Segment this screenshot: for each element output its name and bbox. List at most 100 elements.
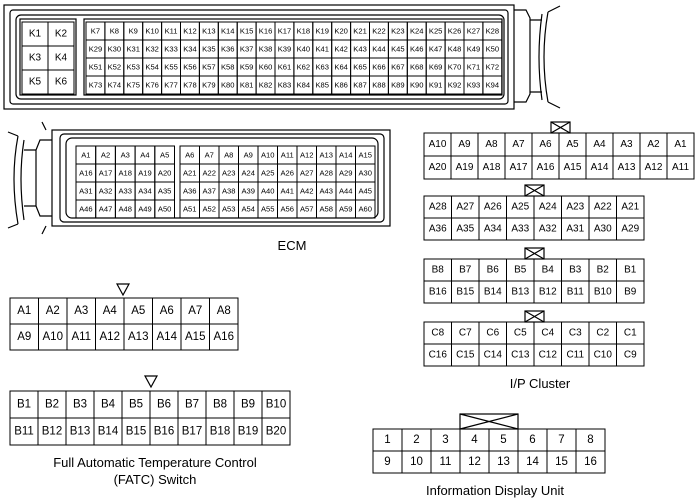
ecm-a-right-pin-label: A27: [300, 169, 314, 178]
fatc-a-pin-label: A5: [131, 305, 145, 317]
ecm-a-left-pin-label: A49: [138, 205, 152, 214]
fatc-a-pin-label: A1: [17, 305, 31, 317]
fatc-caption-line1: Full Automatic Temperature Control: [53, 455, 257, 470]
ip-b-pin-label: B4: [542, 265, 555, 276]
fatc-a-pin-label: A6: [160, 305, 174, 317]
ecm-a-right-pin-label: A26: [280, 169, 294, 178]
fatc-b-pin-label: B10: [266, 399, 286, 411]
idu-pin-label: 2: [413, 434, 419, 446]
fatc-a-pin-label: A3: [74, 305, 88, 317]
idu-pin-label: 6: [529, 434, 535, 446]
ip-a1-pin-label: A3: [620, 139, 633, 150]
ecm-k-left-pin-label: K1: [29, 29, 42, 40]
ecm-k-pin-label: K91: [429, 81, 443, 90]
ip-b-pin-label: B16: [429, 287, 447, 298]
ip-c-pin-label: C5: [514, 328, 527, 339]
ecm-a-left-pin-label: A46: [79, 205, 93, 214]
fatc-b-pin-label: B12: [42, 426, 62, 438]
ecm-a-left-pin-label: A35: [158, 187, 172, 196]
ecm-a-right-pin-label: A42: [300, 187, 314, 196]
fatc-b-pin-label: B3: [73, 399, 87, 411]
ecm-k-pin-label: K73: [89, 81, 103, 90]
fatc-a-pin-label: A14: [157, 331, 178, 343]
fatc-a-pin-label: A9: [17, 331, 31, 343]
ecm-k-pin-label: K44: [372, 45, 386, 54]
ip-b-pin-label: B2: [597, 265, 610, 276]
fatc-a-pin-cell: [209, 323, 239, 351]
ecm-a-left-pin-label: A47: [99, 205, 113, 214]
ecm-k-left-pin-label: K5: [29, 77, 42, 88]
ip-a2-pin-label: A35: [456, 224, 474, 235]
ecm-k-pin-label: K84: [297, 81, 311, 90]
ecm-k-pin-cell: [482, 75, 503, 95]
ip-a1-pin-label: A12: [645, 162, 663, 173]
ecm-a-right-pin-label: A58: [319, 205, 333, 214]
ecm-k-pin-label: K88: [372, 81, 386, 90]
ecm-a-right-pin-label: A12: [300, 151, 314, 160]
ecm-a-right-pin-label: A41: [280, 187, 294, 196]
ip-a2-pin-label: A25: [511, 202, 529, 213]
ip-a1-pin-cell: [666, 155, 695, 180]
idu-pin-label: 11: [440, 456, 452, 468]
key-x-cross: [550, 121, 571, 134]
fatc-a-pin-label: A11: [71, 331, 91, 343]
ecm-k-connector: [3, 4, 561, 110]
ip-c-pin-label: C15: [456, 350, 475, 361]
ip-a1-pin-label: A19: [456, 162, 474, 173]
ip-c-pin-label: C4: [541, 328, 554, 339]
ecm-a-connector: [7, 121, 391, 235]
fatc-b-pin-label: B17: [182, 426, 202, 438]
ecm-k-pin-label: K23: [391, 27, 405, 36]
ecm-a-left-pin-label: A16: [79, 169, 93, 178]
ecm-k-pin-label: K39: [278, 45, 292, 54]
ecm-a-right-pin-label: A36: [183, 187, 197, 196]
ecm-k-pin-label: K75: [126, 81, 140, 90]
ecm-k-pin-label: K45: [391, 45, 405, 54]
ecm-a-right-pin-label: A15: [358, 151, 372, 160]
key-x-box: [524, 247, 545, 260]
fatc-b-pin-label: B8: [213, 399, 227, 411]
ecm-k-pin-label: K94: [486, 81, 500, 90]
ip-a2-pin-label: A29: [621, 224, 639, 235]
ecm-a-left-pin-label: A34: [138, 187, 152, 196]
ecm-k-pin-label: K59: [240, 63, 254, 72]
fatc-b-pin-label: B13: [70, 426, 90, 438]
ecm-k-pin-label: K49: [467, 45, 481, 54]
fatc-a-pin-label: A16: [214, 331, 234, 343]
ecm-a-right-pin-label: A55: [261, 205, 275, 214]
ecm-k-pin-label: K19: [315, 27, 329, 36]
ecm-a-right-pin-label: A43: [319, 187, 333, 196]
fatc-b-pin-label: B16: [154, 426, 174, 438]
ecm-k-left-pin-label: K2: [55, 29, 68, 40]
ecm-a-left-pin-label: A50: [158, 205, 172, 214]
ip-c-pin-label: C9: [624, 350, 637, 361]
ip-b-pin-label: B12: [539, 287, 557, 298]
ecm-a-left-pin-cell: [154, 199, 176, 219]
ecm-k-pin-label: K40: [297, 45, 311, 54]
ecm-a-right-pin-label: A54: [241, 205, 255, 214]
ecm-k-pin-label: K31: [126, 45, 140, 54]
ecm-k-pin-label: K26: [448, 27, 462, 36]
fatc-a-pin-label: A4: [103, 305, 118, 317]
ip-a1-pin-label: A5: [566, 139, 579, 150]
fatc-b-pin-label: B1: [17, 399, 31, 411]
idu-pin-label: 16: [584, 456, 597, 468]
ecm-k-pin-label: K51: [89, 63, 103, 72]
ip-a2-pin-label: A30: [594, 224, 612, 235]
ecm-k-pin-label: K42: [334, 45, 348, 54]
ip-b-pin-label: B1: [624, 265, 637, 276]
ip-c-pin-label: C7: [459, 328, 472, 339]
ip-c-pin-label: C13: [511, 350, 530, 361]
ecm-k-pin-label: K30: [108, 45, 122, 54]
ecm-k-pin-label: K58: [221, 63, 235, 72]
ecm-a-right-pin-label: A29: [339, 169, 353, 178]
fatc-a-pin-label: A10: [43, 331, 63, 343]
ecm-a-right-pin-label: A53: [222, 205, 236, 214]
ecm-k-pin-label: K17: [278, 27, 292, 36]
ecm-a-right-pin-label: A59: [339, 205, 353, 214]
fatc-b-pin-label: B2: [45, 399, 59, 411]
ecm-k-pin-label: K11: [165, 27, 178, 36]
idu-pin-label: 14: [526, 456, 539, 468]
